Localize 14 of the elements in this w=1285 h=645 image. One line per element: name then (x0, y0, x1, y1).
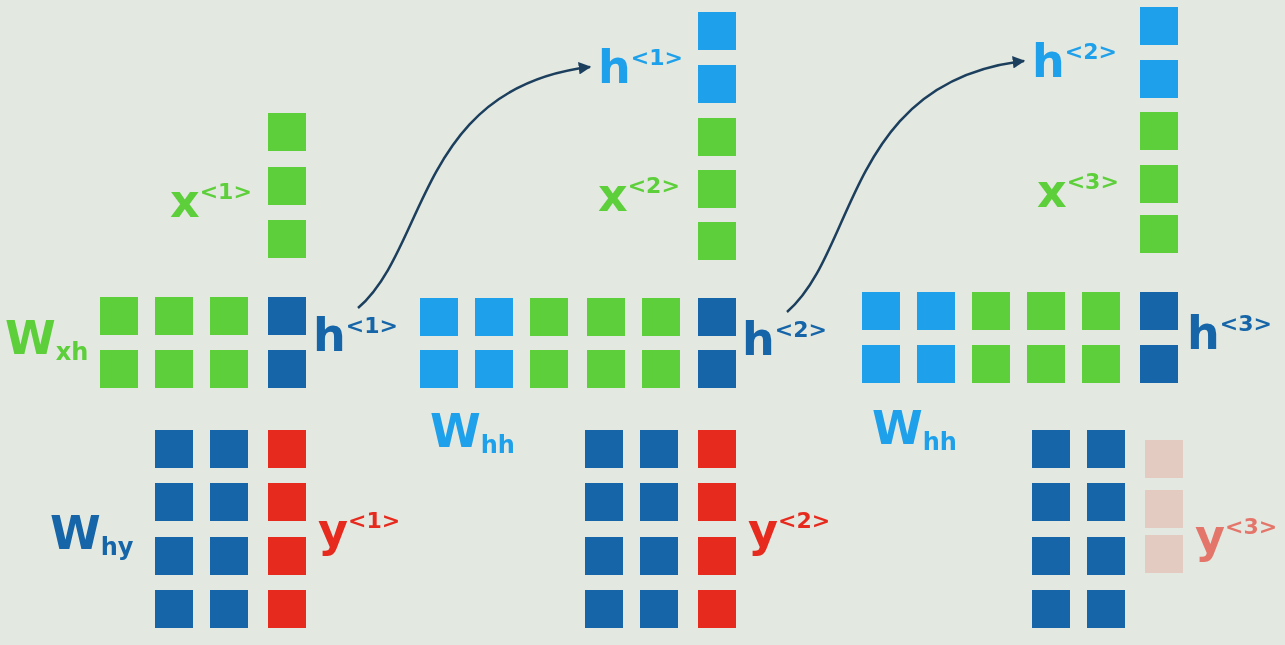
hidden-state-label: h$^{<2>}$ (742, 316, 827, 362)
math-label: x$^{<1>}$ (170, 178, 252, 224)
arrow (357, 63, 592, 309)
math-label: x$^{<2>}$ (598, 172, 680, 218)
arrow (786, 57, 1026, 313)
hidden-state-label: h$^{<1>}$ (313, 312, 398, 358)
math-label: W$_{hh}$ (872, 405, 957, 454)
math-label: W$_{hy}$ (50, 510, 134, 559)
math-label: W$_{hh}$ (430, 408, 515, 457)
hidden-state-label: h$^{<1>}$ (598, 44, 683, 90)
math-label: h$^{<3>}$ (1187, 310, 1272, 356)
math-label: x$^{<3>}$ (1037, 168, 1119, 214)
math-label: W$_{xh}$ (5, 315, 89, 364)
hidden-state-label: h$^{<2>}$ (1032, 38, 1117, 84)
